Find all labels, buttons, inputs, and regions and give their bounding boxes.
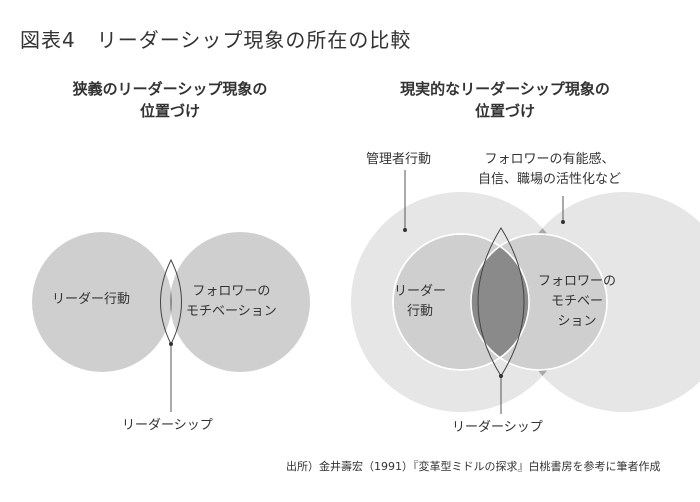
- right-diagram-heading: 現実的なリーダーシップ現象の 位置づけ: [360, 78, 650, 122]
- left-venn: [32, 232, 310, 412]
- right-heading-line1: 現実的なリーダーシップ現象の: [400, 80, 610, 98]
- figure-title: 図表4 リーダーシップ現象の所在の比較: [20, 28, 412, 52]
- left-diagram-heading: 狭義のリーダーシップ現象の 位置づけ: [40, 78, 300, 122]
- right-leadership-label: リーダーシップ: [452, 420, 543, 435]
- left-follower-motivation-label: フォロワーの モチベーション: [186, 284, 277, 319]
- left-heading-line2: 位置づけ: [139, 102, 200, 120]
- left-leader-behavior-label: リーダー行動: [52, 292, 131, 307]
- inner-follower-motivation-label: フォロワーの モチベー ション: [538, 274, 617, 329]
- left-leadership-label: リーダーシップ: [122, 418, 213, 433]
- inner-intersection: [471, 234, 529, 370]
- right-venn: [351, 170, 700, 414]
- inner-leader-behavior-label: リーダー 行動: [394, 284, 447, 319]
- right-heading-line2: 位置づけ: [474, 102, 535, 120]
- follower-outcomes-label: フォロワーの有能感、 自信、職場の活性化など: [478, 152, 622, 187]
- left-heading-line1: 狭義のリーダーシップ現象の: [72, 80, 268, 98]
- source-note: 出所）金井壽宏（1991）『変革型ミドルの探求』白桃書房を参考に筆者作成: [286, 460, 661, 473]
- manager-behavior-label: 管理者行動: [366, 152, 432, 167]
